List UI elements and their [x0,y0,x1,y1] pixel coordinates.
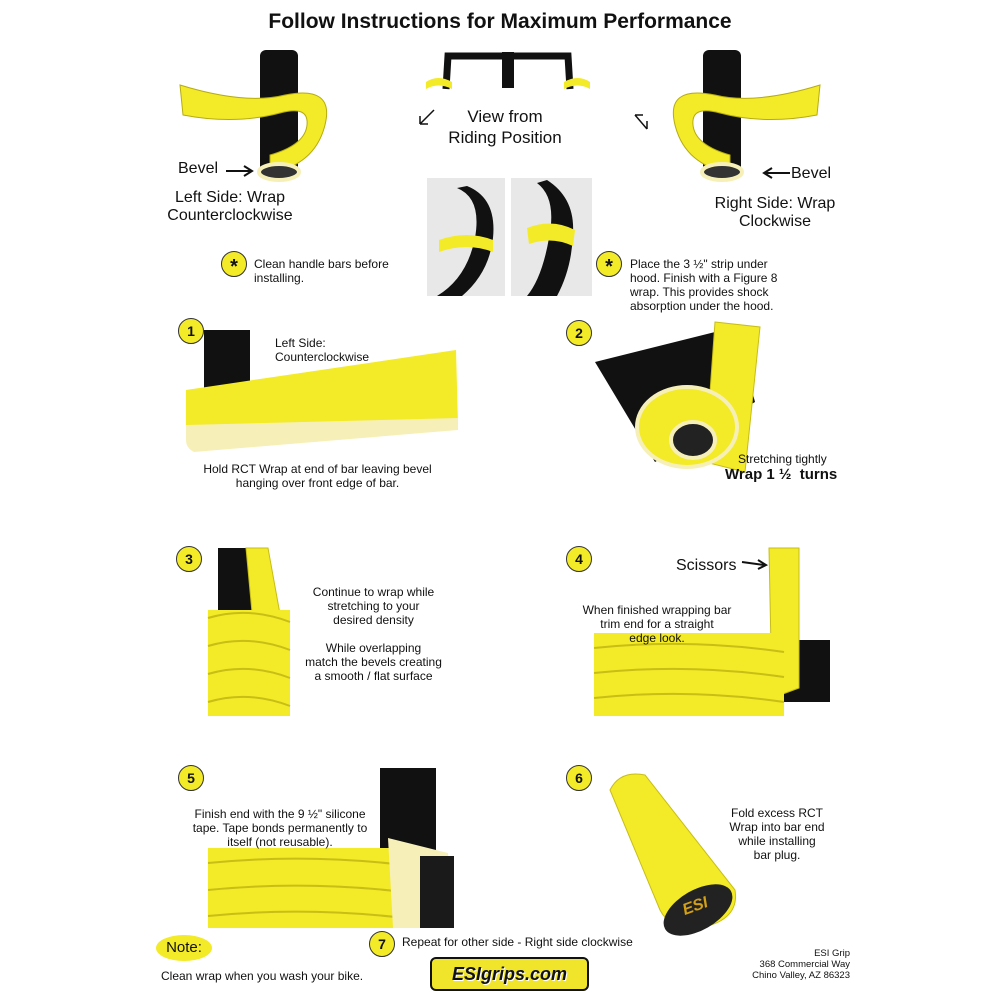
right-bar-illustration [634,50,821,182]
view-from-riding-position: View from Riding Position [448,107,562,147]
step-1-caption: Left Side: Counterclockwise [275,336,370,364]
right-side-label: Right Side: Wrap Clockwise [714,195,836,230]
step-6-text: Fold excess RCT Wrap into bar end while … [729,806,825,862]
step-3-illustration [207,547,291,716]
note-text: Clean wrap when you wash your bike. [161,969,364,983]
left-bar-illustration [179,50,327,182]
arrow-right-icon [226,165,254,177]
tip-star-icon: * [596,251,622,278]
bevel-label-left: Bevel [178,160,219,177]
step-4-illustration [593,547,830,716]
step-2-caption: Stretching tightly [738,452,827,466]
step-5-badge: 5 [178,765,204,791]
hood-photos [427,178,592,296]
step-6-badge: 6 [566,765,592,791]
tip-star-icon: * [221,251,247,278]
step-3-text: Continue to wrap while stretching to you… [305,585,442,683]
step-7-text: Repeat for other side - Right side clock… [402,935,633,949]
esi-grips-logo: ESIgrips.com [430,957,589,991]
step-2-illustration [595,321,761,473]
step-6-illustration [609,773,737,936]
step-1-illustration [186,330,458,452]
note-badge: Note: [156,935,212,961]
arrow-right-icon [741,559,769,570]
step-5-text: Finish end with the 9 ½" silicone tape. … [192,807,368,849]
arrow-left-icon [762,167,790,179]
left-side-label: Left Side: Wrap Counterclockwise [167,189,293,224]
handlebar-top-view [419,52,590,125]
step-5-illustration [207,768,454,928]
step-3-badge: 3 [176,546,202,572]
tip-clean-bars: Clean handle bars before installing. [254,257,389,285]
step-4-badge: 4 [566,546,592,572]
tip-hood-strip: Place the 3 ½" strip under hood. Finish … [630,257,778,313]
step-2-badge: 2 [566,320,592,346]
step-7-badge: 7 [369,931,395,957]
bevel-label-right: Bevel [791,165,832,182]
step-4-text: When finished wrapping bar trim end for … [582,603,732,645]
step-1-badge: 1 [178,318,204,344]
page-title: Follow Instructions for Maximum Performa… [268,10,732,33]
step-2-emphasis: Wrap 1 ½ turns [725,466,838,483]
company-address: ESI Grip 368 Commercial Way Chino Valley… [752,948,850,981]
scissors-label: Scissors [676,557,737,574]
step-1-text: Hold RCT Wrap at end of bar leaving beve… [203,462,432,490]
